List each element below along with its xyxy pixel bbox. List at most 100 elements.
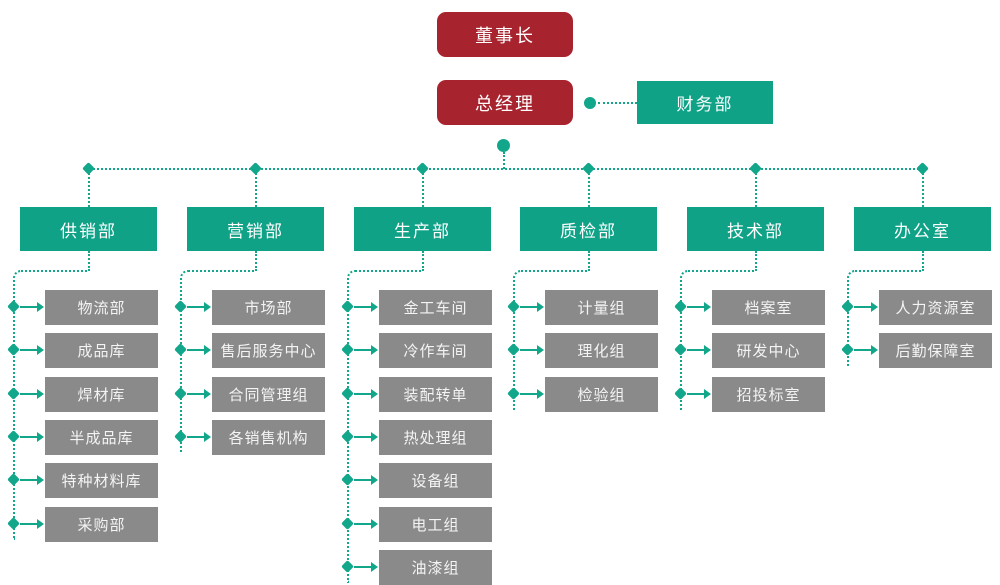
child-box-label: 档案室	[744, 299, 793, 317]
child-box-label: 各销售机构	[228, 429, 309, 447]
child-box: 合同管理组	[212, 377, 325, 412]
children-rail-connector	[680, 270, 755, 410]
gm-down-connector	[503, 152, 505, 169]
dept-box-label: 供销部	[60, 221, 117, 242]
child-box: 成品库	[45, 333, 158, 368]
dept-box: 生产部	[354, 207, 491, 251]
child-box: 装配转单	[379, 377, 492, 412]
dept-box-label: 质检部	[560, 221, 617, 242]
child-box-label: 焊材库	[77, 386, 126, 404]
dept-down-connector	[922, 251, 924, 271]
child-box-label: 装配转单	[403, 386, 468, 404]
child-box-label: 后勤保障室	[895, 342, 976, 360]
rail-dept-connector	[88, 173, 90, 207]
general-manager-label: 总经理	[475, 93, 535, 115]
child-box-label: 售后服务中心	[220, 342, 317, 360]
dept-down-connector	[88, 251, 90, 271]
child-box: 特种材料库	[45, 463, 158, 498]
dept-box: 质检部	[520, 207, 657, 251]
child-box: 计量组	[545, 290, 658, 325]
children-rail-connector	[347, 270, 422, 583]
child-box-label: 热处理组	[403, 429, 468, 447]
dept-box-label: 办公室	[894, 221, 951, 242]
dept-down-connector	[755, 251, 757, 271]
node-dot-icon	[584, 97, 596, 109]
arrow-icon	[354, 432, 378, 442]
child-box: 半成品库	[45, 420, 158, 455]
dept-down-connector	[422, 251, 424, 271]
child-box: 金工车间	[379, 290, 492, 325]
arrow-icon	[20, 302, 44, 312]
dept-box-label: 营销部	[227, 221, 284, 242]
chairman-node: 董事长	[437, 12, 573, 57]
child-box: 油漆组	[379, 550, 492, 585]
dept-box: 供销部	[20, 207, 157, 251]
arrow-icon	[354, 389, 378, 399]
arrow-icon	[520, 345, 544, 355]
dept-down-connector	[588, 251, 590, 271]
rail-dept-connector	[922, 173, 924, 207]
child-box-label: 采购部	[77, 516, 126, 534]
child-box: 采购部	[45, 507, 158, 542]
child-box-label: 市场部	[244, 299, 293, 317]
arrow-icon	[354, 562, 378, 572]
arrow-icon	[187, 432, 211, 442]
arrow-icon	[687, 345, 711, 355]
finance-node: 财务部	[637, 81, 773, 124]
child-box-label: 成品库	[77, 342, 126, 360]
child-box-label: 电工组	[411, 516, 460, 534]
child-box: 物流部	[45, 290, 158, 325]
child-box: 研发中心	[712, 333, 825, 368]
arrow-icon	[520, 389, 544, 399]
child-box: 焊材库	[45, 377, 158, 412]
dept-box-label: 生产部	[394, 221, 451, 242]
dept-box: 办公室	[854, 207, 991, 251]
child-box: 冷作车间	[379, 333, 492, 368]
child-box-label: 招投标室	[736, 386, 801, 404]
arrow-icon	[20, 432, 44, 442]
dept-down-connector	[255, 251, 257, 271]
child-box: 热处理组	[379, 420, 492, 455]
child-box: 人力资源室	[879, 290, 992, 325]
child-box-label: 油漆组	[411, 559, 460, 577]
finance-label: 财务部	[676, 95, 734, 115]
child-box-label: 冷作车间	[403, 342, 468, 360]
child-box: 招投标室	[712, 377, 825, 412]
children-rail-connector	[513, 270, 588, 410]
child-box-label: 特种材料库	[61, 472, 142, 490]
children-rail-connector	[13, 270, 88, 540]
main-rail-connector	[89, 168, 923, 170]
rail-dept-connector	[588, 173, 590, 207]
arrow-icon	[520, 302, 544, 312]
arrow-icon	[354, 475, 378, 485]
child-box: 各销售机构	[212, 420, 325, 455]
child-box: 电工组	[379, 507, 492, 542]
children-rail-connector	[847, 270, 922, 366]
child-box: 检验组	[545, 377, 658, 412]
rail-dept-connector	[755, 173, 757, 207]
child-box: 后勤保障室	[879, 333, 992, 368]
rail-dept-connector	[255, 173, 257, 207]
arrow-icon	[20, 345, 44, 355]
child-box: 设备组	[379, 463, 492, 498]
arrow-icon	[854, 345, 878, 355]
child-box: 市场部	[212, 290, 325, 325]
arrow-icon	[20, 389, 44, 399]
child-box-label: 半成品库	[69, 429, 134, 447]
arrow-icon	[187, 345, 211, 355]
arrow-icon	[354, 302, 378, 312]
child-box-label: 理化组	[577, 342, 626, 360]
child-box-label: 人力资源室	[895, 299, 976, 317]
arrow-icon	[354, 519, 378, 529]
rail-dept-connector	[422, 173, 424, 207]
child-box-label: 设备组	[411, 472, 460, 490]
gm-finance-connector	[598, 102, 637, 104]
node-dot-icon	[497, 139, 510, 152]
child-box-label: 金工车间	[403, 299, 468, 317]
child-box: 档案室	[712, 290, 825, 325]
arrow-icon	[20, 475, 44, 485]
child-box-label: 检验组	[577, 386, 626, 404]
child-box-label: 合同管理组	[228, 386, 309, 404]
dept-box: 技术部	[687, 207, 824, 251]
